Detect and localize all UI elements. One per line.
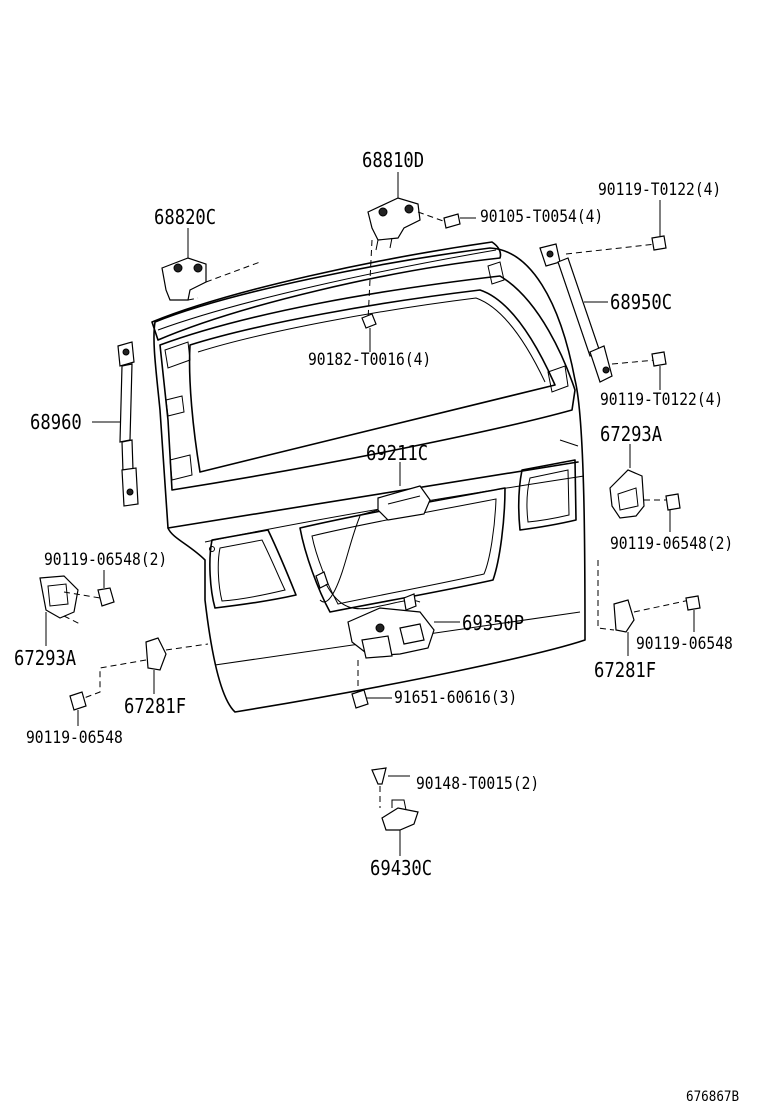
part-label-68960: 68960 [30, 410, 82, 434]
part-label-90119-06548-left: 90119-06548(2) [44, 550, 168, 570]
strut-68950c [539, 200, 667, 390]
part-label-69430c: 69430C [370, 856, 433, 880]
back-door-panel [151, 241, 586, 713]
part-label-68950c: 68950C [610, 290, 673, 314]
part-label-90148: 90148-T0015(2) [416, 774, 540, 794]
stopper-67281f-left [69, 637, 209, 726]
part-label-68810d: 68810D [362, 148, 425, 172]
part-label-90182: 90182-T0016(4) [308, 350, 432, 370]
part-label-69211c: 69211C [366, 441, 429, 465]
part-label-90105: 90105-T0054(4) [480, 207, 604, 227]
striker-69430c [371, 767, 419, 856]
part-label-67281f-left: 67281F [124, 694, 187, 718]
part-label-69350p: 69350P [462, 611, 525, 635]
part-label-90119-06548-right: 90119-06548(2) [610, 534, 734, 554]
part-label-90119-t0122-top: 90119-T0122(4) [598, 180, 722, 200]
strut-68960 [92, 341, 139, 507]
hinge-68820c [161, 228, 261, 301]
part-label-90119-06548-left-single: 90119-06548 [26, 728, 123, 748]
latch-69350p [315, 515, 460, 709]
part-label-67293a-left: 67293A [14, 646, 77, 670]
part-label-67293a-right: 67293A [600, 422, 663, 446]
part-label-90119-t0122-mid: 90119-T0122(4) [600, 390, 724, 410]
figure-code: 676867B [686, 1089, 740, 1105]
stopper-67281f-right [597, 560, 701, 656]
switch-69211c [359, 462, 431, 521]
part-label-90119-06548-right-single: 90119-06548 [636, 634, 733, 654]
part-label-91651: 91651-60616(3) [394, 688, 518, 708]
part-label-68820c: 68820C [154, 205, 217, 229]
bracket-67293a-right [609, 444, 681, 532]
part-label-67281f-right: 67281F [594, 658, 657, 682]
bracket-67293a-left [39, 570, 115, 646]
hinge-68810d [361, 172, 476, 352]
